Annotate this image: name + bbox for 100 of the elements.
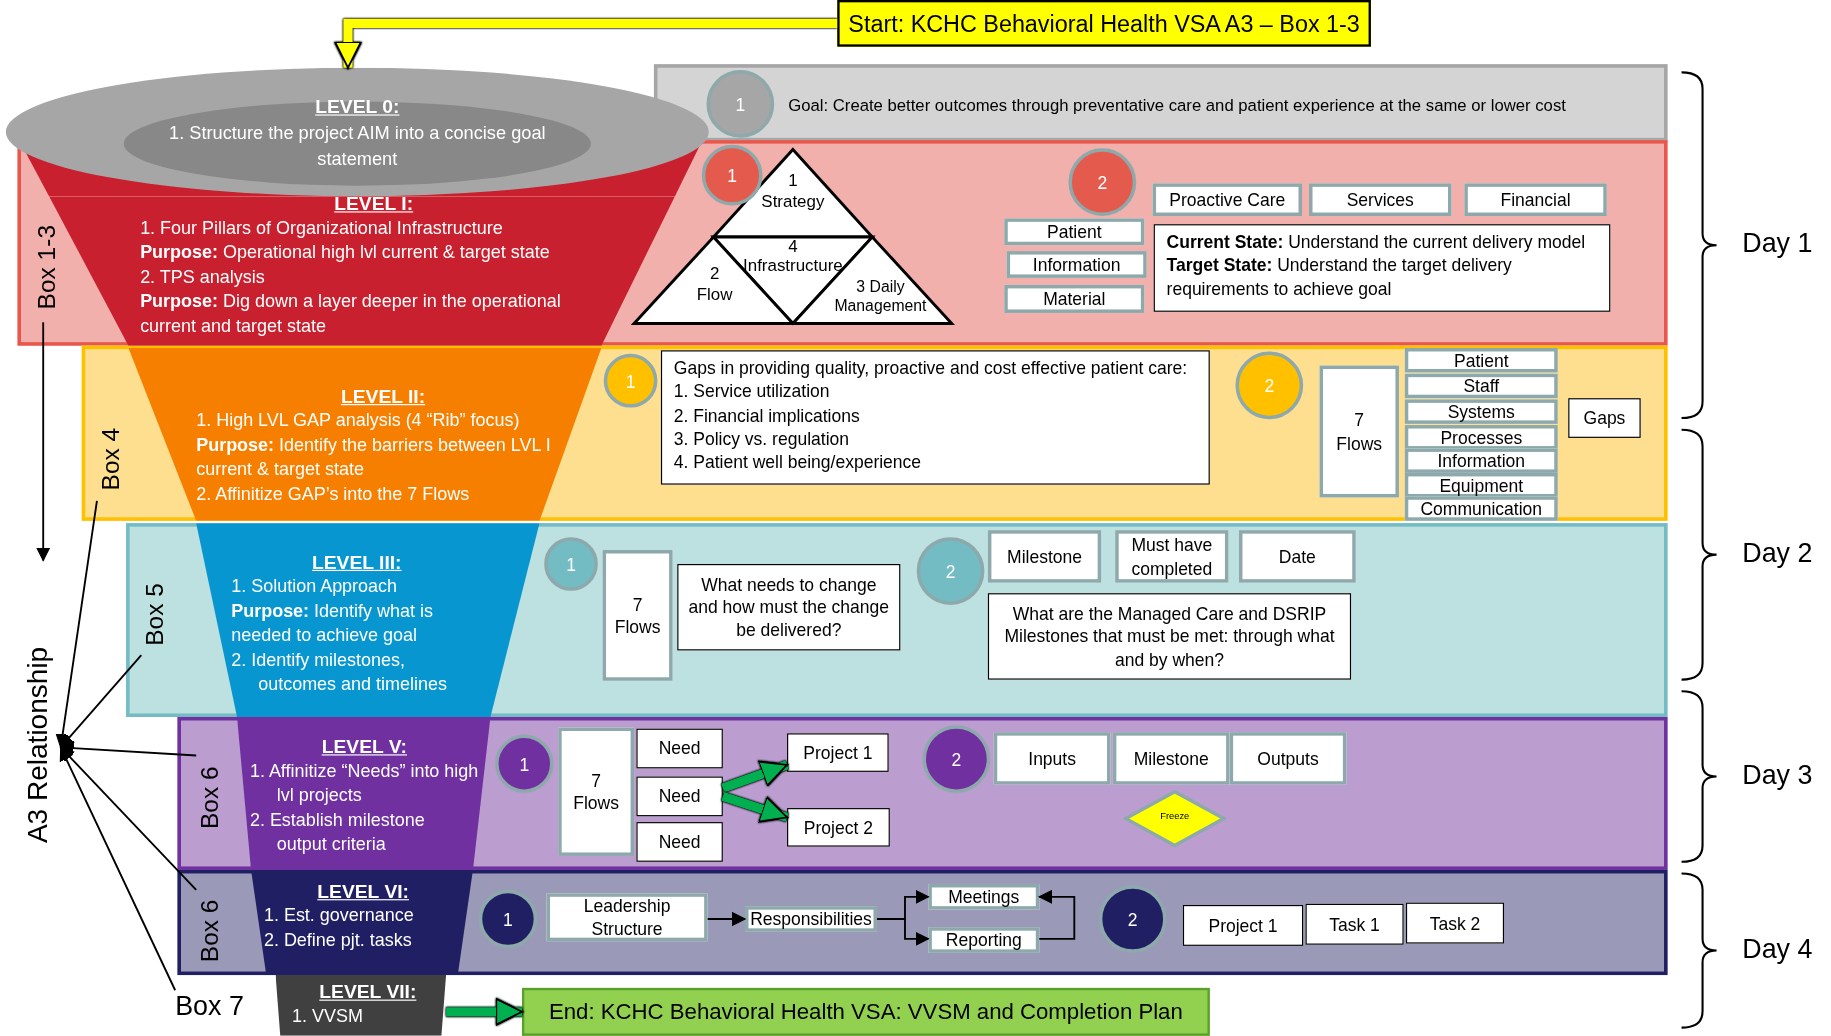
text-box: Systems [1404,399,1558,424]
text-box: Responsibilities [745,906,877,932]
funnel-level [128,348,602,521]
level-heading: LEVEL V: [320,734,408,759]
list-item: Purpose: Identify the barriers between LVL I current & target state [196,433,552,482]
triangle-label: 4 Infrastructure [740,238,846,276]
text-line: Gaps in providing quality, proactive and cost effective patient care: [673,356,1189,380]
text-box: Inputs [993,732,1111,785]
level-heading: LEVEL I: [333,191,415,216]
text-box: Need [636,776,723,817]
text-line: Current State: Understand the current delivery model [1166,230,1587,254]
text-box: 7 Flows [602,550,673,681]
arrow [1038,889,1076,940]
number-circle: 2 [1098,885,1167,953]
text-box: Staff [1404,373,1558,399]
text-box: Gaps [1568,398,1641,438]
day-label: Day 2 [1742,537,1813,569]
list-item: 1. Est. governance [263,904,415,928]
text-box: Task 1 [1305,903,1404,945]
list-item: 1. Solution Approach [231,575,399,599]
text-box: Need [636,822,723,862]
text-box [660,350,1210,485]
band-background [81,345,1668,521]
arrow [446,998,523,1026]
list-item: 2. Define pjt. tasks [263,928,413,952]
text-box: Financial [1464,183,1607,217]
band-label: Box 6 [196,898,225,965]
text-line: 3. Policy vs. regulation [673,427,851,451]
text-label: Box 7 [175,990,257,1030]
text-box: What are the Managed Care and DSRIP Milestones that must be met: through what and by when? [987,593,1352,680]
number-circle: 2 [916,537,985,605]
text-box [1153,224,1611,312]
level-heading: LEVEL III: [310,550,403,575]
text-box: Equipment [1404,472,1558,498]
text-box: Leadership Structure [546,893,708,942]
text-box: Must have completed [1115,530,1229,583]
banner-box: End: KCHC Behavioral Health VSA: VVSM and Completion Plan [522,987,1210,1036]
text-box: Date [1238,530,1356,583]
text-line: Target State: Understand the target delivery requirements to achieve goal [1166,253,1513,301]
number-circle: 2 [1235,351,1304,420]
band-label: Box 5 [141,581,170,648]
number-circle: 1 [701,144,763,206]
number-circle: 2 [922,725,991,793]
list-item: 1. Four Pillars of Organizational Infrastructure [140,216,504,240]
text-box: Processes [1404,425,1558,450]
text-box: Proactive Care [1152,183,1302,217]
text-box: Milestone [987,530,1102,583]
banner-box: Start: KCHC Behavioral Health VSA A3 – Box 1-3 [837,0,1371,47]
day-label: Day 4 [1742,933,1813,965]
number-circle: 1 [495,734,554,793]
arrow [876,918,930,946]
text-box: Patient [1004,218,1145,246]
list-item: 2. Identify milestones, outcomes and timelines [231,648,448,696]
list-item: 2. Affinitize GAP’s into the 7 Flows [196,482,471,506]
text-box: Material [1004,284,1145,313]
list-item: Purpose: Operational high lvl current & target state [140,241,551,264]
list-item: 1. Structure the project AIM into a concise goal statement [168,121,547,171]
text-box: Patient [1404,348,1558,373]
text-line: 2. Financial implications [673,403,861,428]
text-box: Project 2 [787,808,890,847]
band-background [653,64,1668,142]
text-box: Meetings [928,883,1040,910]
arrow [59,746,198,891]
text-box: Project 1 [1182,905,1304,946]
arrow [55,500,98,749]
list-item: Purpose: Dig down a layer deeper in the operational current and target state [140,290,562,338]
text-line: 4. Patient well being/experience [673,450,923,474]
band-label: Box 4 [96,426,125,493]
number-circle: 2 [1068,148,1137,217]
number-circle: 1 [478,889,538,949]
number-circle: 1 [603,353,658,408]
text-box: 7 Flows [558,727,635,856]
diamond-shape [1123,789,1227,848]
level-heading: LEVEL 0: [314,94,401,119]
arrow [59,654,143,749]
text-box: Task 2 [1405,902,1505,944]
text-box: Communication [1404,496,1558,521]
triangle-label: 2 Flow [691,263,738,309]
day-label: Day 3 [1742,759,1813,791]
band-label: Box 6 [196,765,225,831]
band-background [177,717,1668,870]
arrow [36,321,51,562]
text-box: Project 1 [787,733,889,772]
arrow [59,746,177,992]
funnel-level [275,975,447,1036]
text-box: Milestone [1112,732,1230,785]
goal-text: Goal: Create better outcomes through preventative care and patient experience at the same or lower cost [788,95,1567,117]
text-box: Information [1006,251,1147,278]
text-box: Reporting [928,927,1040,953]
band-background [126,523,1668,717]
list-item: 2. TPS analysis [140,265,266,289]
list-item: Purpose: Identify what is needed to achieve goal [231,599,434,647]
text-line: 1. Service utilization [673,379,831,403]
level-heading: LEVEL VII: [318,979,418,1004]
arrow [59,741,198,757]
vertical-label: A3 Relationship [21,636,61,853]
number-circle: 1 [706,70,775,138]
arrow [334,18,838,69]
list-item: 1. High LVL GAP analysis (4 “Rib” focus) [196,409,521,433]
list-item: 1. Affinitize “Needs” into high lvl projects [249,759,479,807]
